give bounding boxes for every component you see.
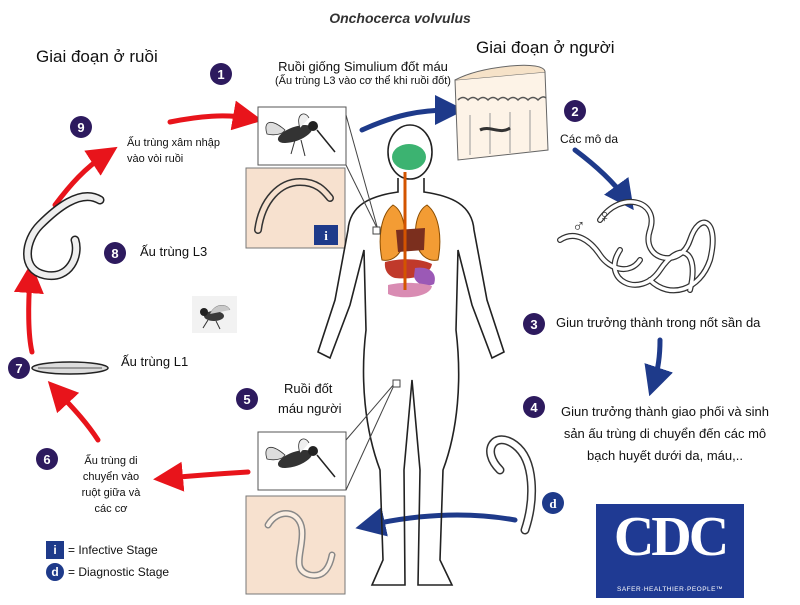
arrow-6-to-7: [47, 380, 101, 443]
step-7-circle: 7: [8, 357, 30, 379]
step-4-label: Giun trưởng thành giao phối và sinh sản …: [550, 401, 780, 467]
fly-stage-arrows: [13, 100, 263, 492]
step-6-label-line4: các cơ: [94, 503, 128, 515]
step-9-label: Ấu trùng xâm nhập vào vòi ruồi: [127, 135, 220, 167]
step-6-label-line1: Ấu trùng di: [84, 455, 138, 467]
step-8-circle: 8: [104, 242, 126, 264]
arrow-8-to-9: [52, 146, 118, 208]
adult-worms-tangle-inner: [558, 200, 715, 292]
skin-tissue-panel: [454, 64, 549, 161]
step-9-circle: 9: [70, 116, 92, 138]
heading-fly-stage: Giai đoạn ở ruồi: [36, 47, 158, 66]
intestine-organ: [388, 282, 432, 298]
cdc-logo: [596, 504, 744, 598]
step-1-label-line2: (Ấu trùng L3 vào cơ thể khi ruồi đốt): [275, 75, 451, 87]
female-symbol: ♀: [598, 206, 612, 226]
arrow-2-to-3: [572, 147, 634, 211]
step-5-label-line1: Ruồi đốt: [284, 381, 333, 396]
legend-diagnostic-text: = Diagnostic Stage: [68, 565, 170, 579]
human-stage-arrows: [355, 95, 673, 537]
stomach-organ: [414, 267, 435, 286]
step-6-circle: 6: [36, 448, 58, 470]
infective-badge: i: [324, 228, 328, 243]
step-4-circle: 4: [523, 396, 545, 418]
legend: i = Infective Stage d = Diagnostic Stage: [46, 541, 169, 581]
leader-lines: [345, 114, 401, 491]
heading-human-stage: Giai đoạn ở người: [476, 38, 615, 57]
arrow-5-to-6: [153, 461, 251, 492]
step-2-circle: 2: [564, 100, 586, 122]
arrow-4-to-5: [355, 507, 518, 537]
step-4-label-line3: bạch huyết dưới da, máu,..: [587, 448, 743, 463]
cdc-tagline: SAFER·HEALTHIER·PEOPLE™: [616, 586, 723, 593]
fly-photo: [192, 296, 237, 333]
step-4-label-line2: sản ấu trùng di chuyển đến các mô: [563, 426, 767, 441]
legend-diagnostic-badge: d: [46, 563, 64, 581]
step-8-label: Ấu trùng L3: [140, 244, 208, 259]
step-9-label-line1: Ấu trùng xâm nhập: [127, 137, 220, 149]
microfilaria-worm: d: [486, 435, 564, 535]
brain-organ: [392, 144, 426, 170]
arrow-1-to-2: [359, 95, 465, 133]
step-7-label: Ấu trùng L1: [121, 354, 189, 369]
l1-larva: [31, 361, 109, 375]
step-6-label-line3: ruột giữa và: [81, 487, 141, 499]
human-body-outline: [317, 124, 505, 586]
step-5-circle: 5: [236, 388, 258, 410]
step-1-label: Ruồi giống Simulium đốt máu (Ấu trùng L3…: [243, 58, 483, 88]
legend-infective: i = Infective Stage: [46, 541, 169, 559]
legend-diagnostic: d = Diagnostic Stage: [46, 563, 169, 581]
step-3-circle: 3: [523, 313, 545, 335]
step-3-label: Giun trưởng thành trong nốt sần da: [556, 315, 761, 330]
fly-bite-panel-step5: [257, 431, 347, 491]
diagnostic-badge: d: [549, 496, 557, 511]
heart-organ: [396, 228, 425, 252]
diagram-title: Onchocerca volvulus: [329, 10, 471, 26]
cdc-logo-text: CDC: [613, 506, 729, 568]
fly-icon: [265, 113, 336, 157]
microfilaria-panel-step5: [245, 495, 346, 595]
legend-infective-text: = Infective Stage: [68, 543, 158, 557]
step-9-label-line2: vào vòi ruồi: [127, 153, 184, 165]
legend-infective-badge: i: [46, 541, 64, 559]
arrow-7-to-8: [13, 263, 44, 355]
fly-bite-panel-step1: [257, 106, 347, 166]
fly-icon-step5: [265, 438, 336, 478]
l3-larva-panel: i: [245, 167, 346, 249]
step-2-label: Các mô da: [560, 132, 619, 146]
step-6-label-line2: chuyển vào: [82, 471, 140, 483]
step-1-circle: 1: [210, 63, 232, 85]
step-5-label-line2: máu người: [278, 401, 342, 416]
male-symbol: ♂: [572, 216, 586, 236]
l3-larva-large: [23, 192, 105, 281]
arrow-3-to-4: [644, 337, 673, 397]
step-1-label-line1: Ruồi giống Simulium đốt máu: [278, 59, 448, 74]
step-4-label-line1: Giun trưởng thành giao phối và sinh: [560, 404, 770, 419]
step-6-label: Ấu trùng di chuyển vào ruột giữa và các …: [70, 453, 152, 517]
step-5-label: Ruồi đốt máu người: [278, 379, 341, 419]
arrow-9-to-1: [167, 100, 263, 131]
